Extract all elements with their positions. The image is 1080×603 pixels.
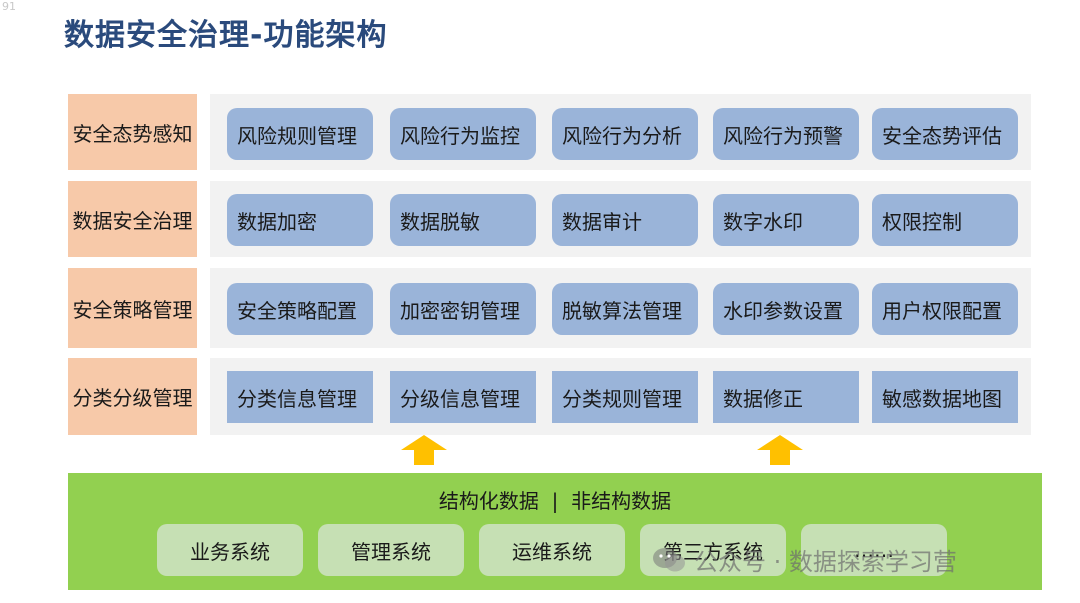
capability-box: 用户权限配置 <box>872 283 1018 335</box>
watermark: 公众号 · 数据探索学习营 <box>652 542 957 577</box>
layer-label-classification-grading: 分类分级管理 <box>68 358 197 435</box>
source-system-box: 运维系统 <box>479 524 625 576</box>
capability-box: 权限控制 <box>872 194 1018 246</box>
capability-box: 数据脱敏 <box>390 194 536 246</box>
source-system-box: 业务系统 <box>157 524 303 576</box>
layer-label-security-policy-management: 安全策略管理 <box>68 268 197 348</box>
capability-box: 数据审计 <box>552 194 698 246</box>
up-arrow-icon <box>757 435 803 465</box>
page-title: 数据安全治理-功能架构 <box>64 18 388 53</box>
capability-box: 敏感数据地图 <box>872 371 1018 423</box>
capability-box: 脱敏算法管理 <box>552 283 698 335</box>
capability-box: 安全态势评估 <box>872 108 1018 160</box>
wechat-icon <box>653 547 685 571</box>
capability-box: 数字水印 <box>713 194 859 246</box>
capability-box: 加密密钥管理 <box>390 283 536 335</box>
watermark-text: 公众号 · 数据探索学习营 <box>694 548 957 576</box>
data-types-label: 结构化数据 | 非结构数据 <box>438 489 672 513</box>
capability-box: 水印参数设置 <box>713 283 859 335</box>
up-arrow-icon <box>401 435 447 465</box>
capability-box: 安全策略配置 <box>227 283 373 335</box>
capability-box: 分级信息管理 <box>390 371 536 423</box>
layer-label-situation-awareness: 安全态势感知 <box>68 94 197 170</box>
capability-box: 风险规则管理 <box>227 108 373 160</box>
capability-box: 分类规则管理 <box>552 371 698 423</box>
capability-box: 风险行为分析 <box>552 108 698 160</box>
capability-box: 分类信息管理 <box>227 371 373 423</box>
layer-label-data-security-governance: 数据安全治理 <box>68 181 197 257</box>
source-system-box: …… <box>801 524 947 576</box>
capability-box: 数据修正 <box>713 371 859 423</box>
capability-box: 风险行为预警 <box>713 108 859 160</box>
source-system-box: 管理系统 <box>318 524 464 576</box>
capability-box: 风险行为监控 <box>390 108 536 160</box>
corner-page-number: 91 <box>2 0 16 13</box>
capability-box: 数据加密 <box>227 194 373 246</box>
